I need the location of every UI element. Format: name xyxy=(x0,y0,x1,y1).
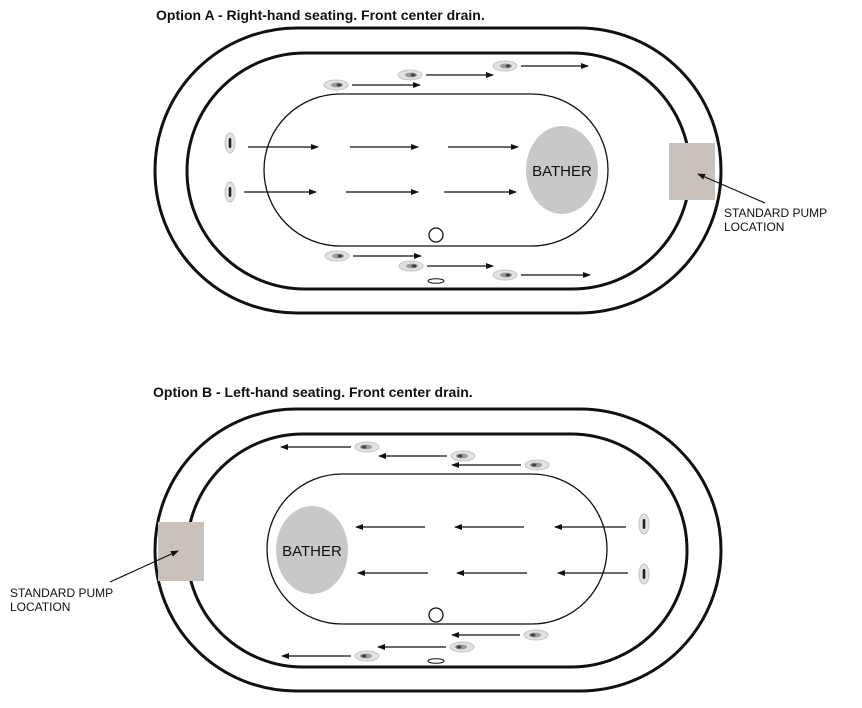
option-b-drain xyxy=(428,607,444,623)
jet-icon xyxy=(354,650,380,662)
option-b-title: Option B - Left-hand seating. Front cent… xyxy=(153,384,473,400)
option-a-pump-label: STANDARD PUMP LOCATION xyxy=(724,206,827,234)
option-b-bather xyxy=(276,506,348,594)
option-a-bather-label: BATHER xyxy=(532,163,592,180)
jet-icon xyxy=(397,69,423,81)
option-a-inner-rim xyxy=(185,51,692,291)
option-b-pump-label-line1: STANDARD PUMP xyxy=(10,586,114,600)
jet-icon xyxy=(450,450,476,462)
option-a-pump-label-line1: STANDARD PUMP xyxy=(724,206,828,220)
option-a-basin xyxy=(263,93,609,247)
option-a-title: Option A - Right-hand seating. Front cen… xyxy=(156,7,485,23)
option-a-outer-rim xyxy=(153,26,723,315)
jet-icon xyxy=(524,459,550,471)
option-b-basin xyxy=(266,473,608,625)
jet-icon xyxy=(523,629,549,641)
option-b-pump-leader xyxy=(109,550,179,583)
option-b-pump-box xyxy=(158,522,204,581)
jet-icon xyxy=(492,269,518,281)
jet-icon xyxy=(398,260,424,272)
option-b-inner-rim xyxy=(185,432,689,669)
jet-icon xyxy=(492,60,518,72)
option-a-bather xyxy=(526,126,598,214)
jet-icon xyxy=(449,641,475,653)
option-b-outer-rim xyxy=(153,407,723,693)
option-a-pump-leader xyxy=(697,173,766,204)
jet-icon xyxy=(354,441,380,453)
option-b-pump-label-line2: LOCATION xyxy=(10,600,71,614)
option-a-drain xyxy=(428,227,444,243)
option-a-pump-label-line2: LOCATION xyxy=(724,220,785,234)
option-b-tub: BATHER xyxy=(109,407,723,693)
option-a-pump-box xyxy=(669,143,715,200)
jet-icon xyxy=(224,132,236,154)
option-a-overflow xyxy=(427,278,445,284)
option-b-overflow xyxy=(427,658,445,664)
jet-icon xyxy=(638,563,650,585)
option-b-bather-label: BATHER xyxy=(282,543,342,560)
jet-icon xyxy=(638,513,650,535)
option-b-pump-label: STANDARD PUMP LOCATION xyxy=(10,586,113,614)
jet-icon xyxy=(323,79,349,91)
jet-icon xyxy=(224,181,236,203)
option-a-tub: BATHER xyxy=(153,26,766,315)
jet-icon xyxy=(324,250,350,262)
